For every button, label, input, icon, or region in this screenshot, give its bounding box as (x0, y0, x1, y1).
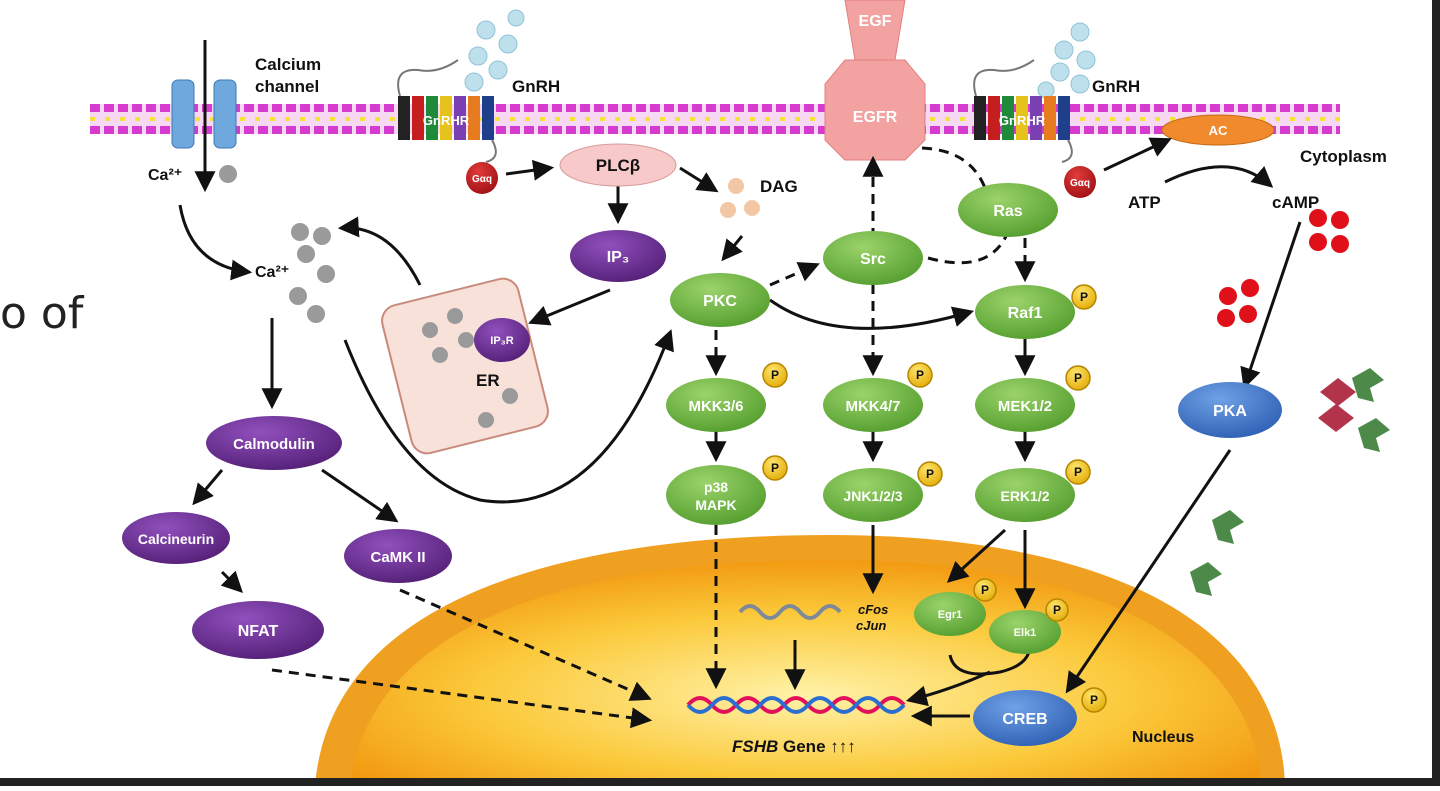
jnk-label: JNK1/2/3 (843, 488, 902, 504)
pka-label: PKA (1213, 403, 1247, 420)
camk-label: CaMK II (370, 549, 425, 566)
mkk36-label: MKK3/6 (688, 398, 743, 415)
adenylyl-cyclase (1161, 114, 1275, 146)
gnrh-receptor-right (973, 59, 1073, 163)
nucleus-label: Nucleus (1132, 729, 1194, 746)
cjun-label: cJun (856, 618, 886, 633)
mek12-label: MEK1/2 (998, 398, 1052, 415)
ras-label: Ras (993, 203, 1022, 220)
svg-text:P: P (981, 583, 989, 597)
pkc-label: PKC (703, 293, 737, 310)
endoplasmic-reticulum (381, 277, 549, 455)
egr1-label: Egr1 (938, 609, 962, 621)
phospho-badges (762, 284, 1107, 713)
calcineurin-label: Calcineurin (138, 531, 214, 547)
cfos-label: cFos (858, 602, 888, 617)
dag-label: DAG (760, 177, 798, 196)
gnrh-ligands-left (464, 9, 525, 92)
plcb-label: PLCβ (596, 156, 640, 175)
p38-label-2: MAPK (695, 497, 736, 513)
svg-text:P: P (926, 467, 934, 481)
egf-egfr-complex (824, 0, 926, 161)
er-label: ER (476, 371, 500, 390)
frame-right-edge (1432, 0, 1440, 786)
calcium-ions (289, 223, 335, 323)
mrna-strand (738, 604, 842, 620)
dna-helix (686, 696, 906, 714)
src-label: Src (860, 251, 886, 268)
svg-text:P: P (771, 461, 779, 475)
gaq-left-node (466, 162, 498, 194)
gaq-label-right: Gαq (1070, 178, 1090, 189)
gnrh-label-right: GnRH (1092, 77, 1140, 96)
gnrh-receptor-left (397, 59, 497, 163)
gaq-label-left: Gαq (472, 174, 492, 185)
creb-label: CREB (1002, 711, 1047, 728)
elk1-label: Elk1 (1014, 627, 1037, 639)
cell-membrane (90, 104, 1340, 134)
svg-text:P: P (1074, 465, 1082, 479)
calcium-channel-label-1: Calcium (255, 55, 321, 74)
gnrhr-label-left: GnRHR (423, 113, 470, 128)
calcium-channel (171, 40, 237, 193)
gnrhr-label-right: GnRHR (999, 113, 1046, 128)
cytoplasm-label: Cytoplasm (1300, 147, 1387, 166)
raf1-label: Raf1 (1008, 305, 1043, 322)
gnrh-label-left: GnRH (512, 77, 560, 96)
erk-label: ERK1/2 (1000, 488, 1049, 504)
calmodulin-label: Calmodulin (233, 436, 315, 453)
egfr-label: EGFR (853, 109, 898, 126)
svg-text:P: P (1053, 603, 1061, 617)
calcium-ion-label-top: Ca²⁺ (148, 167, 182, 184)
ip3-label: IP₃ (607, 249, 630, 266)
egf-label: EGF (859, 13, 892, 30)
frame-bottom-edge (0, 778, 1440, 786)
svg-text:P: P (1074, 371, 1082, 385)
dag-molecules (720, 178, 760, 218)
atp-label: ATP (1128, 193, 1161, 212)
calcium-channel-label-2: channel (255, 77, 319, 96)
pathway-arrows (178, 137, 1302, 727)
dashed-arrows (271, 146, 1036, 729)
ip3r-label: IP₃R (490, 335, 513, 347)
calcium-ion-label-mid: Ca²⁺ (255, 264, 289, 281)
p38-label-1: p38 (704, 479, 728, 495)
svg-text:P: P (771, 368, 779, 382)
node-shapes (122, 143, 1282, 746)
gaq-right-node (1064, 166, 1096, 198)
svg-text:P: P (1090, 693, 1098, 707)
pka-subunits (1190, 368, 1390, 596)
gnrh-ligands-right (1037, 22, 1096, 99)
slide-text-fragment: o of (0, 288, 84, 339)
nfat-label: NFAT (238, 623, 279, 640)
fshb-gene-label: FSHB Gene ↑↑↑ (732, 737, 856, 756)
ac-label: AC (1209, 123, 1228, 138)
svg-text:P: P (916, 368, 924, 382)
phospho-labels: P P P P P P P P P P (771, 290, 1098, 707)
svg-text:P: P (1080, 290, 1088, 304)
mkk47-label: MKK4/7 (845, 398, 900, 415)
camp-label: cAMP (1272, 193, 1319, 212)
camp-molecules (1217, 209, 1349, 327)
